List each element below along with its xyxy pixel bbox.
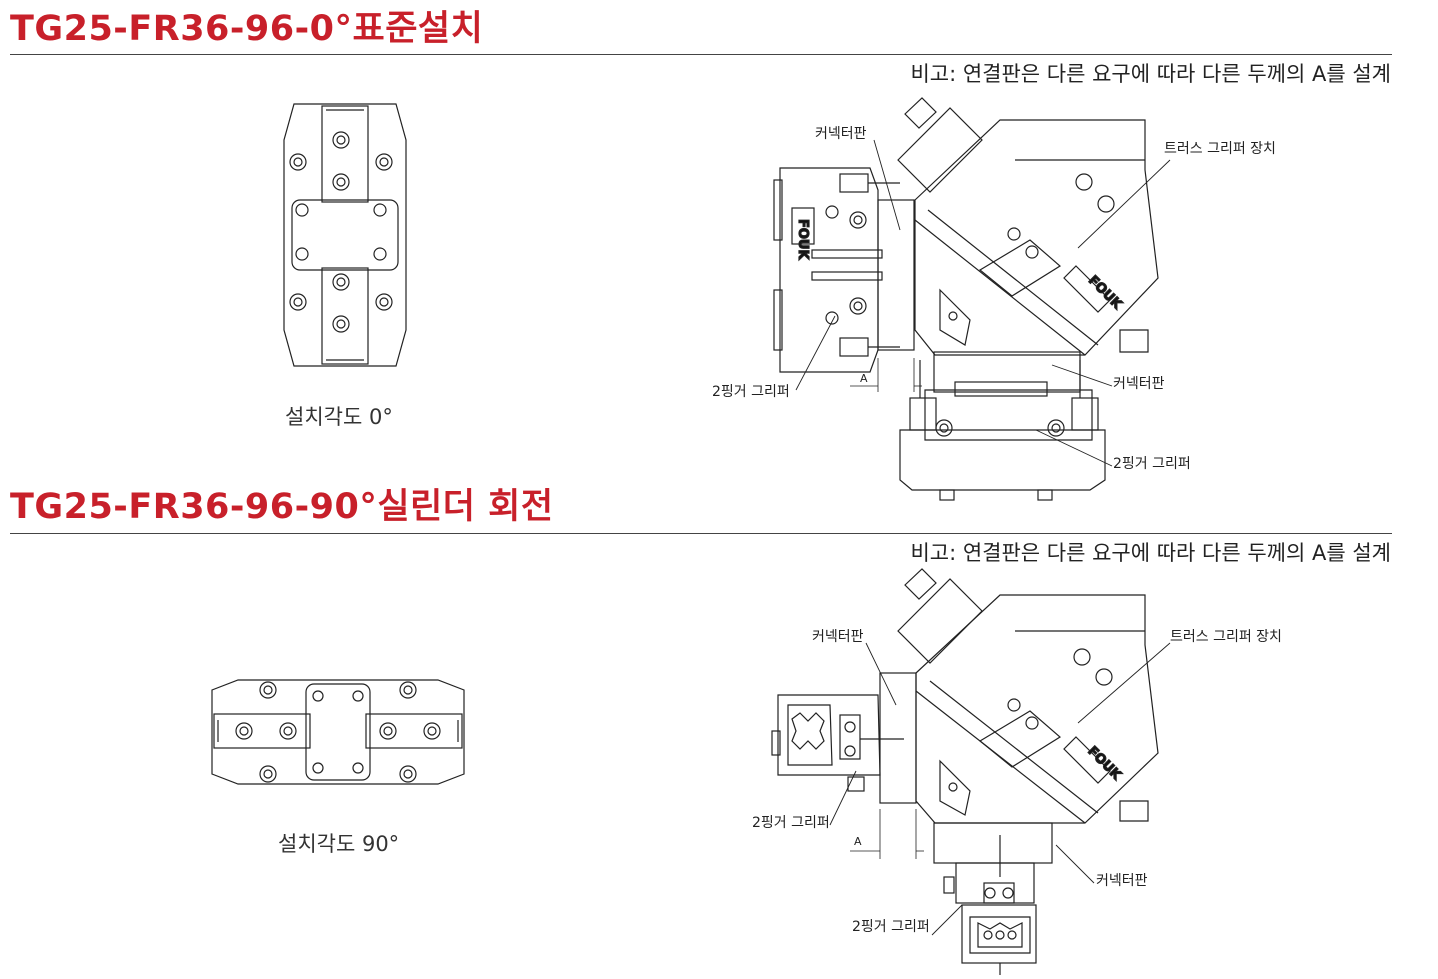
label-connector-bottom: 커넥터판	[1113, 376, 1165, 392]
label-two-finger-left: 2핑거 그리퍼	[712, 384, 790, 400]
section-2-note: 비고: 연결판은 다른 요구에 따라 다른 두께의 A를 설계	[910, 541, 1391, 565]
section-1-divider	[10, 54, 1392, 55]
section-1-note: 비고: 연결판은 다른 요구에 따라 다른 두께의 A를 설계	[910, 62, 1391, 86]
section-1-caption: 설치각도 0°	[285, 405, 393, 429]
label-truss-gripper: 트러스 그리퍼 장치	[1164, 141, 1276, 157]
top-view-0-drawing	[283, 103, 407, 367]
section-2-divider	[10, 533, 1392, 534]
dimension-a-label-90: A	[854, 835, 862, 848]
section-1-title: TG25-FR36-96-0°표준설치	[10, 9, 484, 49]
assembly-0-labels: 커넥터판 트러스 그리퍼 장치 2핑거 그리퍼 커넥터판 2핑거 그리퍼 A	[712, 126, 1276, 472]
label-connector-bottom-90: 커넥터판	[1096, 873, 1148, 889]
label-two-finger-bottom: 2핑거 그리퍼	[1113, 456, 1191, 472]
assembly-90-drawing: FOUK	[771, 568, 1171, 975]
label-connector-top: 커넥터판	[815, 126, 867, 142]
top-view-90-drawing	[211, 679, 465, 785]
label-truss-gripper-90: 트러스 그리퍼 장치	[1170, 629, 1282, 645]
section-2-caption: 설치각도 90°	[278, 832, 400, 856]
dimension-a-label: A	[860, 372, 868, 385]
brand-logo-text: FOUK	[795, 219, 810, 260]
label-two-finger-bottom-90: 2핑거 그리퍼	[852, 919, 930, 935]
section-2-title: TG25-FR36-96-90°실린더 회전	[10, 487, 554, 527]
assembly-0-drawing: FOUK FOUK	[773, 97, 1171, 501]
label-connector-top-90: 커넥터판	[812, 629, 864, 645]
label-two-finger-left-90: 2핑거 그리퍼	[752, 815, 830, 831]
assembly-90-labels: 커넥터판 트러스 그리퍼 장치 2핑거 그리퍼 커넥터판 2핑거 그리퍼 A	[752, 629, 1282, 935]
